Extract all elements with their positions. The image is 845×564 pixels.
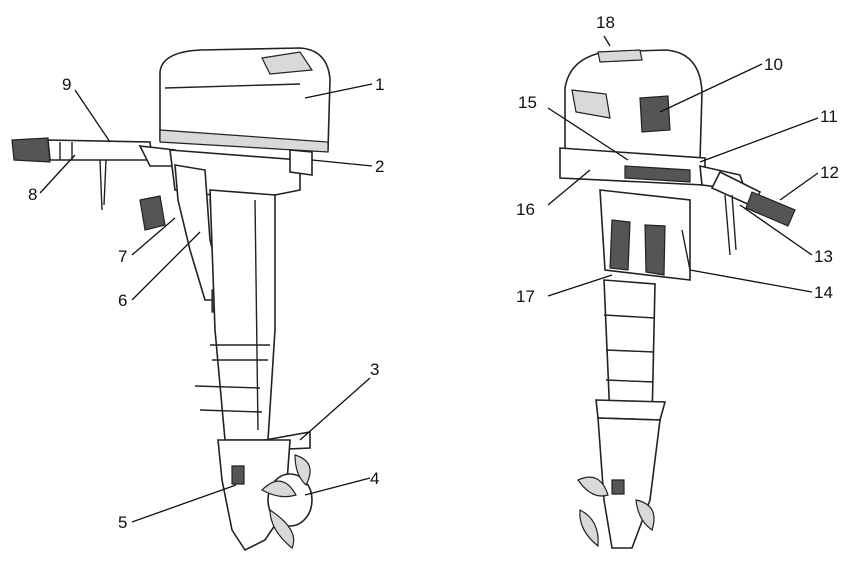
right-outboard-motor [559,49,796,549]
callout-labels: 1 2 3 4 5 6 7 8 9 10 11 12 13 14 15 16 1… [28,13,839,532]
left-driveshaft-housing [194,189,311,451]
callout-13: 13 [814,247,833,266]
callout-14: 14 [814,283,833,302]
callout-7: 7 [118,247,127,266]
callout-16: 16 [516,200,535,219]
right-driveshaft-housing [595,279,667,421]
callout-5: 5 [118,513,127,532]
callout-12: 12 [820,163,839,182]
right-tiller-handle [710,170,796,256]
left-tiller-handle [11,137,182,211]
callout-8: 8 [28,185,37,204]
right-engine-cowling [564,49,703,161]
callout-15: 15 [518,93,537,112]
callout-9: 9 [62,75,71,94]
callout-11: 11 [820,107,838,126]
leader-lines [39,35,819,523]
right-bracket-and-levers [599,189,691,281]
left-lower-unit [217,439,313,552]
callout-17: 17 [516,287,535,306]
callout-4: 4 [370,469,379,488]
right-lower-unit [577,417,661,549]
left-outboard-motor [11,47,331,552]
left-engine-cowling [159,47,331,153]
callout-2: 2 [375,157,384,176]
callout-6: 6 [118,291,127,310]
callout-3: 3 [370,360,379,379]
callout-1: 1 [375,75,384,94]
callout-18: 18 [596,13,615,32]
callout-10: 10 [764,55,783,74]
